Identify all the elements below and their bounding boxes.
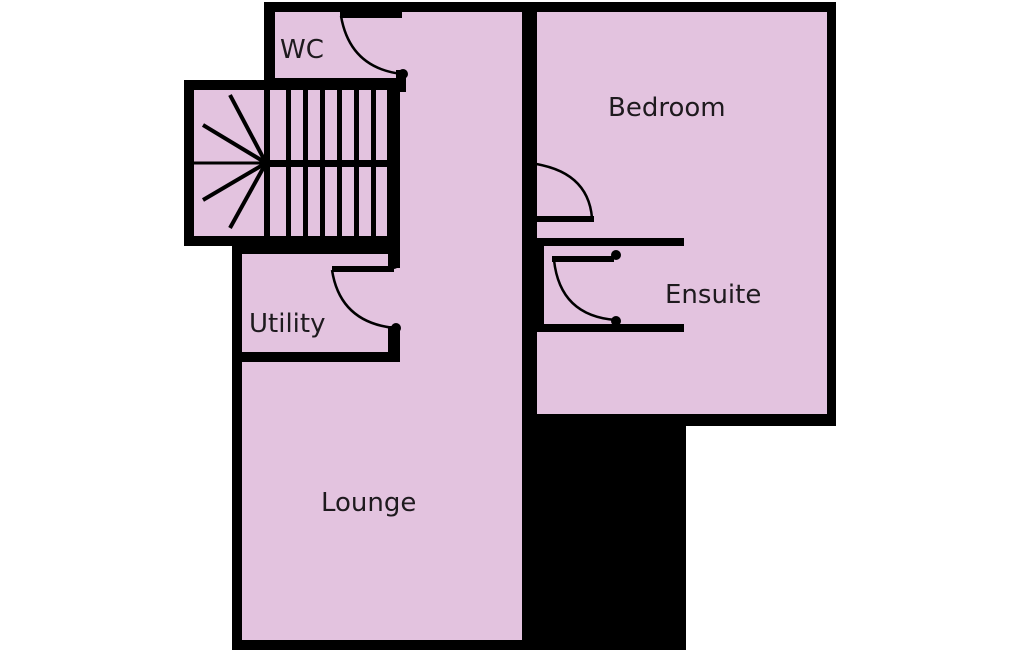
- door-swings: [330, 15, 617, 330]
- door-hinges: [389, 69, 621, 333]
- staircase: [194, 90, 394, 236]
- utility-door-swing: [330, 269, 395, 330]
- ensuite-door-swing: [552, 259, 617, 322]
- bedroom-label: Bedroom: [608, 93, 726, 123]
- wc-room: [275, 12, 405, 78]
- ensuite-label: Ensuite: [665, 280, 761, 310]
- wc-label: WC: [280, 35, 324, 65]
- bedroom-door-swing: [528, 161, 594, 219]
- room-fills: [194, 12, 827, 640]
- internal-walls: [332, 2, 684, 650]
- lounge-room: [242, 362, 524, 640]
- stair-treads: [286, 90, 394, 236]
- utility-label: Utility: [249, 309, 325, 339]
- wc-door-swing: [339, 15, 403, 76]
- stair-winders: [201, 94, 268, 229]
- bedroom-room: [537, 12, 827, 414]
- lounge-label: Lounge: [321, 488, 416, 518]
